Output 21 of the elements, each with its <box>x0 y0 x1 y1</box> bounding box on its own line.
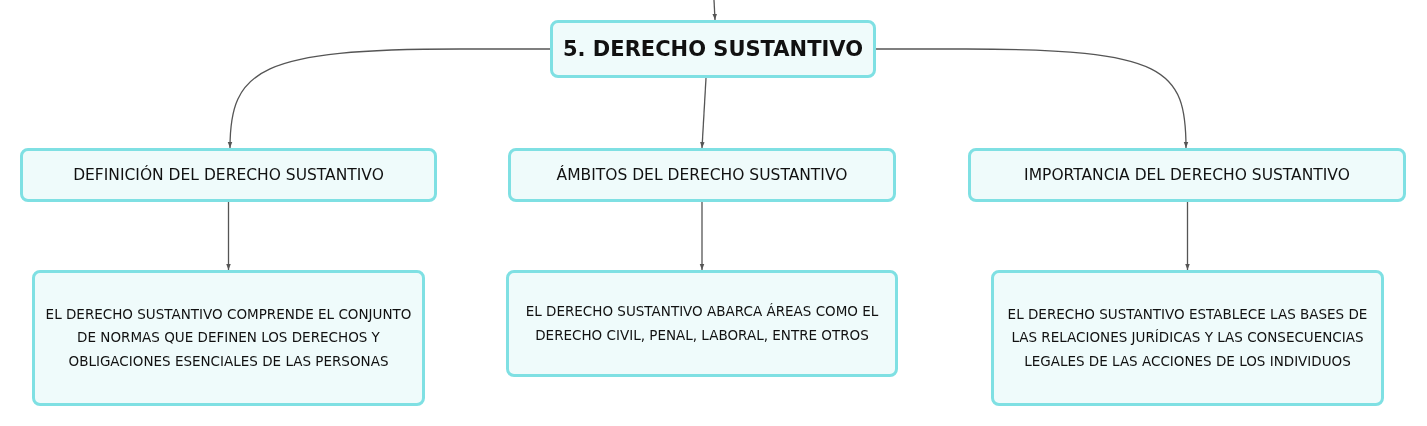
arrow <box>699 201 705 271</box>
topic-box <box>550 20 876 78</box>
arrow <box>226 201 231 271</box>
subtopic-box <box>508 148 896 202</box>
subtopic-label: DEFINICIÓN DEL DERECHO SUSTANTIVO <box>73 166 384 184</box>
detail-box <box>506 270 898 377</box>
subtopic-box <box>20 148 437 202</box>
detail-text: EL DERECHO SUSTANTIVO ESTABLECE LAS BASES DE LAS RELACIONES JURÍDICAS Y LAS CONSECUENCIAS LEGALES DE LAS ACCIONES DE LOS INDIVIDUOS <box>1006 304 1369 371</box>
subtopic-label: ÁMBITOS DEL DERECHO SUSTANTIVO <box>556 166 848 184</box>
topic-title: 5. DERECHO SUSTANTIVO <box>562 37 863 61</box>
detail-text: EL DERECHO SUSTANTIVO ABARCA ÁREAS COMO EL DERECHO CIVIL, PENAL, LABORAL, ENTRE OTROS <box>524 301 880 345</box>
detail-box <box>991 270 1384 406</box>
subtopic-box <box>968 148 1406 202</box>
detail-box <box>32 270 425 406</box>
subtopic-label: IMPORTANCIA DEL DERECHO SUSTANTIVO <box>1024 166 1350 184</box>
arrow <box>875 48 1189 149</box>
arrow <box>228 48 551 149</box>
arrow <box>712 0 717 21</box>
arrow <box>700 77 707 149</box>
arrow <box>1185 201 1190 271</box>
detail-text: EL DERECHO SUSTANTIVO COMPRENDE EL CONJUNTO DE NORMAS QUE DEFINEN LOS DERECHOS Y OBLIGACIONES ESENCIALES DE LAS PERSONAS <box>45 304 412 371</box>
